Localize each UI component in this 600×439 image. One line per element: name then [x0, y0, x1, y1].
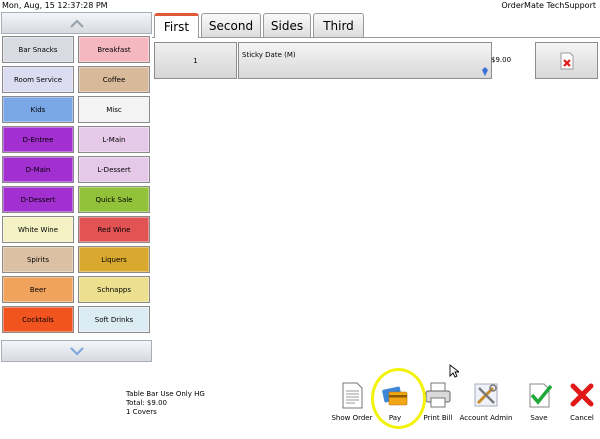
category-l-main[interactable]: L-Main: [78, 126, 150, 153]
delete-line-button[interactable]: [535, 42, 598, 79]
printer-icon: [425, 382, 451, 408]
order-line-qty[interactable]: 1: [154, 42, 237, 79]
print-bill-button[interactable]: Print Bill: [412, 380, 464, 436]
category-red-wine[interactable]: Red Wine: [78, 216, 150, 243]
show-order-button[interactable]: Show Order: [326, 380, 378, 436]
covers-count: 1 Covers: [126, 408, 157, 416]
category-beer[interactable]: Beer: [2, 276, 74, 303]
order-total: Total: $9.00: [126, 399, 167, 407]
checkmark-icon: [529, 383, 553, 408]
scroll-up-button[interactable]: [1, 12, 152, 34]
app-name: OrderMate TechSupport: [501, 1, 596, 10]
order-summary: Table Bar Use Only HG Total: $9.00 1 Cov…: [126, 390, 205, 417]
category-spirits[interactable]: Spirits: [2, 246, 74, 273]
top-bar: Mon, Aug, 15 12:37:28 PM OrderMate TechS…: [0, 0, 600, 12]
order-area: [152, 37, 600, 367]
account-admin-button[interactable]: Account Admin: [460, 380, 512, 436]
category-l-dessert[interactable]: L-Dessert: [78, 156, 150, 183]
category-bar-snacks[interactable]: Bar Snacks: [2, 36, 74, 63]
tab-first[interactable]: First: [154, 13, 199, 38]
category-d-dessert[interactable]: D-Dessert: [2, 186, 74, 213]
chevron-down-icon: [69, 346, 84, 356]
category-schnapps[interactable]: Schnapps: [78, 276, 150, 303]
category-soft-drinks[interactable]: Soft Drinks: [78, 306, 150, 333]
tab-third[interactable]: Third: [313, 13, 364, 37]
pay-highlight-circle: [371, 368, 426, 429]
category-d-entree[interactable]: D-Entree: [2, 126, 74, 153]
cross-icon: [570, 383, 594, 407]
tools-icon: [474, 383, 498, 407]
tab-sides[interactable]: Sides: [263, 13, 311, 37]
category-misc[interactable]: Misc: [78, 96, 150, 123]
modifier-flag-icon: [482, 67, 488, 76]
delete-document-icon: [560, 52, 573, 69]
table-name: Table Bar Use Only HG: [126, 390, 205, 398]
category-coffee[interactable]: Coffee: [78, 66, 150, 93]
order-line-description[interactable]: Sticky Date (M): [238, 42, 492, 79]
category-d-main[interactable]: D-Main: [2, 156, 74, 183]
category-liquers[interactable]: Liquers: [78, 246, 150, 273]
cancel-button[interactable]: Cancel: [556, 380, 600, 436]
document-icon: [342, 382, 363, 409]
chevron-up-icon: [69, 18, 84, 28]
datetime: Mon, Aug, 15 12:37:28 PM: [2, 1, 108, 10]
category-room-service[interactable]: Room Service: [2, 66, 74, 93]
tab-second[interactable]: Second: [201, 13, 261, 37]
mouse-cursor-icon: [449, 364, 459, 378]
category-cocktails[interactable]: Cocktails: [2, 306, 74, 333]
order-line-price: $9.00: [491, 56, 512, 64]
category-white-wine[interactable]: White Wine: [2, 216, 74, 243]
scroll-down-button[interactable]: [1, 340, 152, 362]
save-button[interactable]: Save: [513, 380, 565, 436]
category-quick-sale[interactable]: Quick Sale: [78, 186, 150, 213]
category-breakfast[interactable]: Breakfast: [78, 36, 150, 63]
category-kids[interactable]: Kids: [2, 96, 74, 123]
